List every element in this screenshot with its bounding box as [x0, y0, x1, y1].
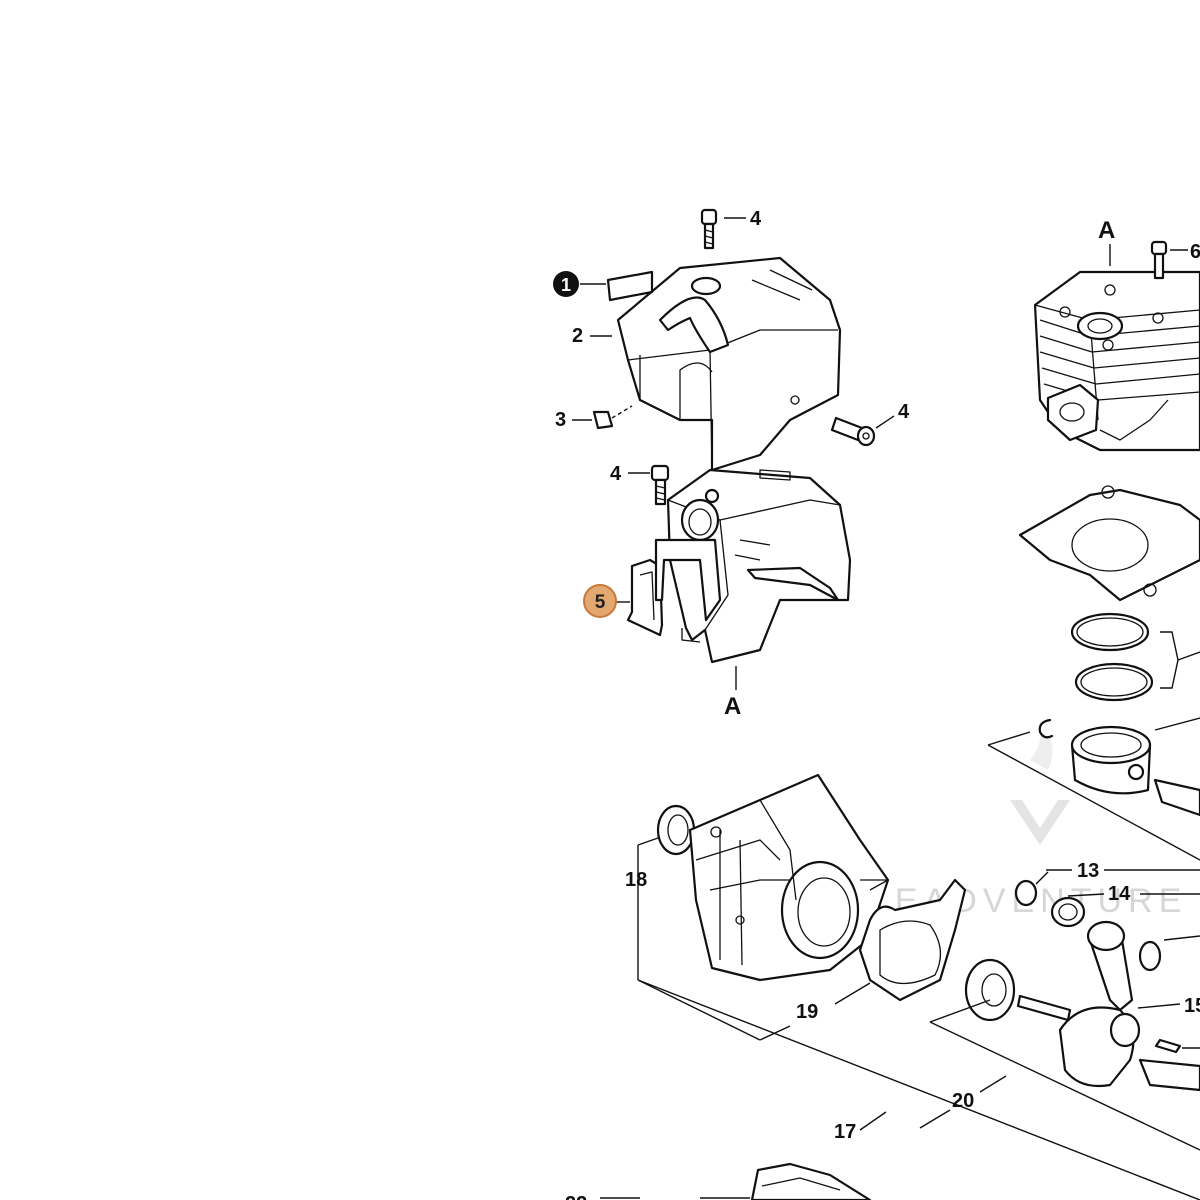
cylinder-part — [1033, 270, 1200, 452]
shroud-top-part — [616, 256, 842, 472]
oil-seal-18-part — [656, 804, 696, 856]
piston-rings-part — [1070, 612, 1154, 702]
label-18: 18 — [625, 869, 647, 891]
svg-text:1: 1 — [561, 275, 571, 295]
label-15: 15 — [1184, 995, 1200, 1017]
screw-mid-part — [650, 464, 670, 506]
callout-1-badge: 1 — [553, 271, 579, 297]
thrust-washer-part — [1014, 879, 1038, 907]
washer-right-part — [1138, 940, 1162, 972]
section-a-bottom: A — [724, 693, 741, 720]
label-4-mid: 4 — [610, 463, 622, 485]
label-20: 20 — [952, 1090, 974, 1112]
decal-part — [606, 270, 654, 302]
piston-part — [1070, 725, 1200, 817]
label-2: 2 — [572, 325, 583, 347]
section-a-top: A — [1098, 217, 1115, 244]
pad-part — [592, 410, 614, 430]
screw-right-part — [830, 416, 876, 447]
bottom-cover-part — [750, 1162, 872, 1200]
svg-text:5: 5 — [595, 592, 606, 613]
crankcase-gasket-part — [858, 878, 967, 1002]
needle-bearing-part — [1050, 896, 1086, 928]
callout-5-badge: 5 — [583, 584, 617, 618]
label-19: 19 — [796, 1001, 818, 1023]
screw-top-part — [700, 208, 718, 250]
ball-bearing-part — [964, 958, 1016, 1022]
crankcase-part — [688, 773, 890, 982]
label-22: 22 — [565, 1193, 587, 1200]
label-3: 3 — [555, 409, 566, 431]
crankshaft-part — [1016, 920, 1200, 1092]
cylinder-gasket-part — [1018, 485, 1200, 602]
screw-6-part — [1150, 240, 1168, 280]
label-17: 17 — [834, 1121, 856, 1143]
label-13: 13 — [1077, 860, 1099, 882]
label-6: 6 — [1190, 241, 1200, 263]
shroud-lower-part — [666, 468, 852, 664]
watermark-logo — [1010, 720, 1070, 845]
circlip-part — [1038, 718, 1054, 739]
label-14: 14 — [1108, 883, 1131, 905]
label-4-right: 4 — [898, 401, 910, 423]
baffle-part — [626, 538, 722, 637]
label-4-top: 4 — [750, 208, 762, 230]
